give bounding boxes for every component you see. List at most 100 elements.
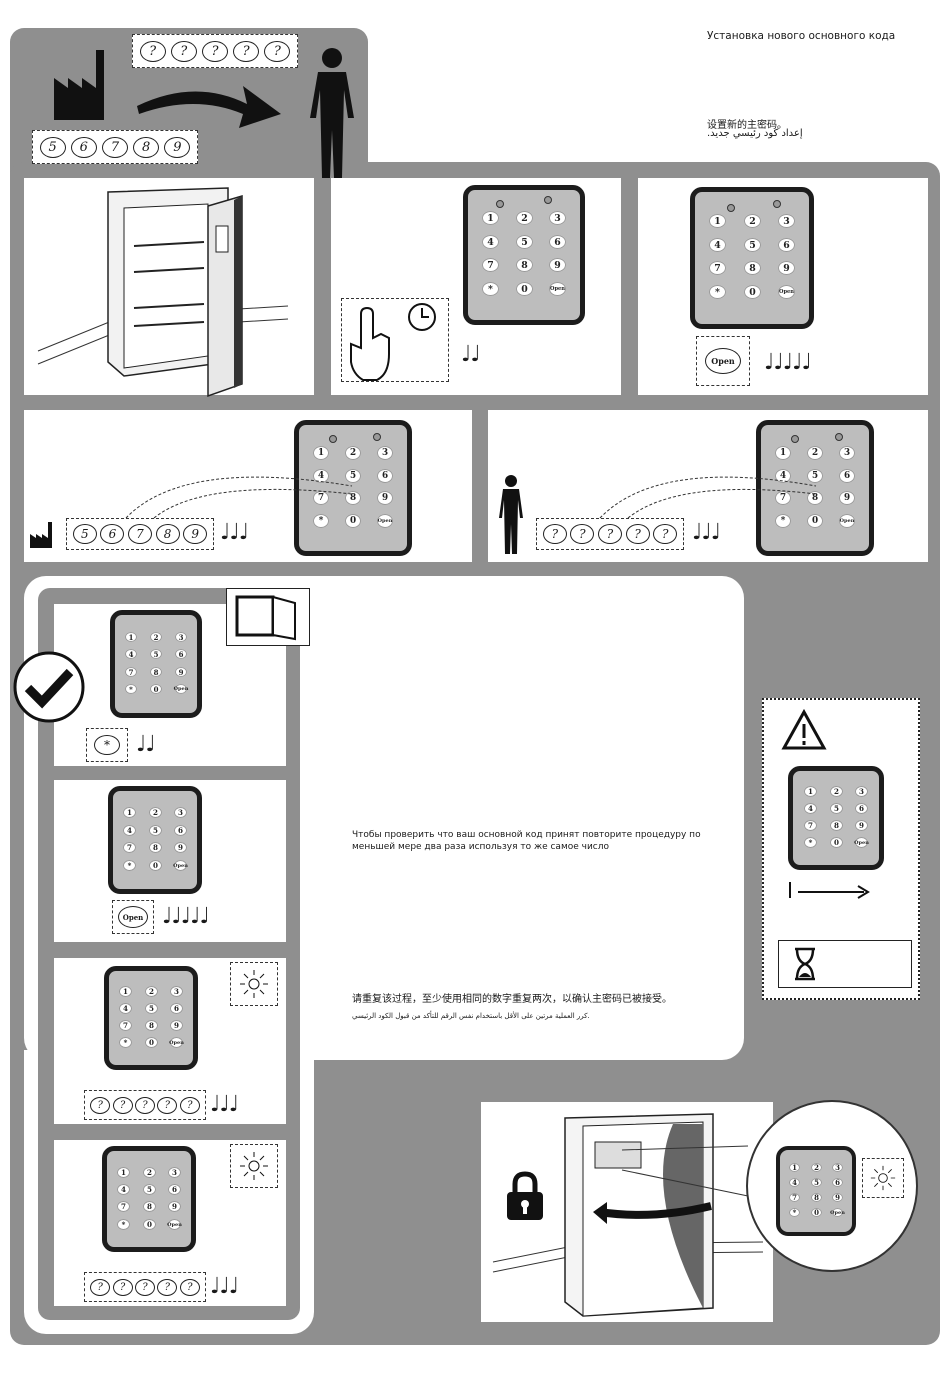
keypad-key-star[interactable]: * — [482, 282, 499, 296]
keypad-key-9[interactable]: 9 — [174, 842, 187, 853]
keypad-key-open[interactable]: Open — [377, 514, 393, 528]
keypad-key-7[interactable]: 7 — [125, 667, 137, 677]
keypad-key-9[interactable]: 9 — [839, 491, 855, 505]
keypad-key-6[interactable]: 6 — [377, 469, 393, 483]
keypad-key-0[interactable]: 0 — [150, 684, 162, 694]
keypad-key-4[interactable]: 4 — [709, 238, 726, 252]
keypad-key-7[interactable]: 7 — [709, 261, 726, 275]
keypad-key-7[interactable]: 7 — [123, 842, 136, 853]
keypad-key-open[interactable]: Open — [839, 514, 855, 528]
keypad-key-2[interactable]: 2 — [150, 632, 162, 642]
keypad-key-3[interactable]: 3 — [855, 786, 868, 797]
keypad-key-4[interactable]: 4 — [804, 803, 817, 814]
keypad-key-open[interactable]: Open — [173, 684, 189, 694]
keypad-key-4[interactable]: 4 — [123, 825, 136, 836]
keypad-key-7[interactable]: 7 — [804, 820, 817, 831]
keypad-key-6[interactable]: 6 — [168, 1184, 181, 1195]
keypad-key-2[interactable]: 2 — [830, 786, 843, 797]
keypad-key-6[interactable]: 6 — [855, 803, 868, 814]
keypad-key-0[interactable]: 0 — [145, 1037, 158, 1048]
keypad-key-2[interactable]: 2 — [811, 1163, 822, 1172]
keypad-key-3[interactable]: 3 — [175, 632, 187, 642]
keypad-key-5[interactable]: 5 — [145, 1003, 158, 1014]
keypad-key-8[interactable]: 8 — [807, 491, 823, 505]
keypad-key-1[interactable]: 1 — [482, 211, 499, 225]
keypad-key-2[interactable]: 2 — [145, 986, 158, 997]
keypad-key-5[interactable]: 5 — [150, 649, 162, 659]
keypad-key-2[interactable]: 2 — [807, 446, 823, 460]
keypad-key-8[interactable]: 8 — [345, 491, 361, 505]
keypad-key-star[interactable]: * — [775, 514, 791, 528]
keypad-key-0[interactable]: 0 — [811, 1208, 822, 1217]
keypad-key-open[interactable]: Open — [854, 837, 869, 848]
keypad-key-2[interactable]: 2 — [143, 1167, 156, 1178]
keypad-key-star[interactable]: * — [123, 860, 136, 871]
keypad-key-star[interactable]: * — [119, 1037, 132, 1048]
keypad-key-star[interactable]: * — [709, 285, 726, 299]
keypad-key-0[interactable]: 0 — [744, 285, 761, 299]
keypad-key-5[interactable]: 5 — [143, 1184, 156, 1195]
keypad-key-7[interactable]: 7 — [482, 258, 499, 272]
keypad-key-8[interactable]: 8 — [744, 261, 761, 275]
keypad-key-9[interactable]: 9 — [170, 1020, 183, 1031]
keypad-key-6[interactable]: 6 — [832, 1178, 843, 1187]
keypad-key-9[interactable]: 9 — [855, 820, 868, 831]
keypad-key-8[interactable]: 8 — [830, 820, 843, 831]
keypad-key-8[interactable]: 8 — [149, 842, 162, 853]
keypad-key-star[interactable]: * — [313, 514, 329, 528]
keypad-key-6[interactable]: 6 — [549, 235, 566, 249]
keypad-key-9[interactable]: 9 — [168, 1201, 181, 1212]
keypad-key-9[interactable]: 9 — [549, 258, 566, 272]
keypad-key-open[interactable]: Open — [830, 1208, 845, 1217]
keypad-key-4[interactable]: 4 — [313, 469, 329, 483]
keypad-key-5[interactable]: 5 — [807, 469, 823, 483]
keypad-key-4[interactable]: 4 — [789, 1178, 800, 1187]
keypad-key-0[interactable]: 0 — [345, 514, 361, 528]
keypad-key-1[interactable]: 1 — [789, 1163, 800, 1172]
keypad-key-3[interactable]: 3 — [839, 446, 855, 460]
open-button[interactable]: Open — [118, 906, 148, 928]
keypad-key-7[interactable]: 7 — [775, 491, 791, 505]
keypad-key-7[interactable]: 7 — [789, 1193, 800, 1202]
keypad-key-8[interactable]: 8 — [516, 258, 533, 272]
keypad-key-1[interactable]: 1 — [117, 1167, 130, 1178]
keypad-key-9[interactable]: 9 — [832, 1193, 843, 1202]
keypad-key-1[interactable]: 1 — [709, 214, 726, 228]
keypad-key-2[interactable]: 2 — [149, 807, 162, 818]
keypad-key-9[interactable]: 9 — [377, 491, 393, 505]
keypad-key-0[interactable]: 0 — [149, 860, 162, 871]
keypad-key-4[interactable]: 4 — [775, 469, 791, 483]
keypad-key-3[interactable]: 3 — [174, 807, 187, 818]
keypad-key-5[interactable]: 5 — [149, 825, 162, 836]
keypad-key-5[interactable]: 5 — [830, 803, 843, 814]
keypad-key-open[interactable]: Open — [549, 282, 566, 296]
keypad-key-6[interactable]: 6 — [175, 649, 187, 659]
keypad-key-8[interactable]: 8 — [145, 1020, 158, 1031]
keypad-key-0[interactable]: 0 — [516, 282, 533, 296]
keypad-key-3[interactable]: 3 — [832, 1163, 843, 1172]
keypad-key-1[interactable]: 1 — [313, 446, 329, 460]
keypad-key-6[interactable]: 6 — [170, 1003, 183, 1014]
keypad-key-7[interactable]: 7 — [119, 1020, 132, 1031]
keypad-key-star[interactable]: * — [125, 684, 137, 694]
keypad-key-3[interactable]: 3 — [549, 211, 566, 225]
keypad-key-6[interactable]: 6 — [778, 238, 795, 252]
keypad-key-5[interactable]: 5 — [516, 235, 533, 249]
keypad-key-9[interactable]: 9 — [175, 667, 187, 677]
keypad-key-1[interactable]: 1 — [125, 632, 137, 642]
open-button[interactable]: Open — [705, 348, 741, 374]
keypad-key-8[interactable]: 8 — [811, 1193, 822, 1202]
keypad-key-0[interactable]: 0 — [143, 1219, 156, 1230]
keypad-key-1[interactable]: 1 — [775, 446, 791, 460]
keypad-key-2[interactable]: 2 — [345, 446, 361, 460]
keypad-key-9[interactable]: 9 — [778, 261, 795, 275]
keypad-key-4[interactable]: 4 — [482, 235, 499, 249]
keypad-key-3[interactable]: 3 — [778, 214, 795, 228]
keypad-key-8[interactable]: 8 — [143, 1201, 156, 1212]
keypad-key-1[interactable]: 1 — [119, 986, 132, 997]
keypad-key-8[interactable]: 8 — [150, 667, 162, 677]
keypad-key-star[interactable]: * — [117, 1219, 130, 1230]
keypad-key-7[interactable]: 7 — [117, 1201, 130, 1212]
keypad-key-2[interactable]: 2 — [516, 211, 533, 225]
keypad-key-3[interactable]: 3 — [168, 1167, 181, 1178]
